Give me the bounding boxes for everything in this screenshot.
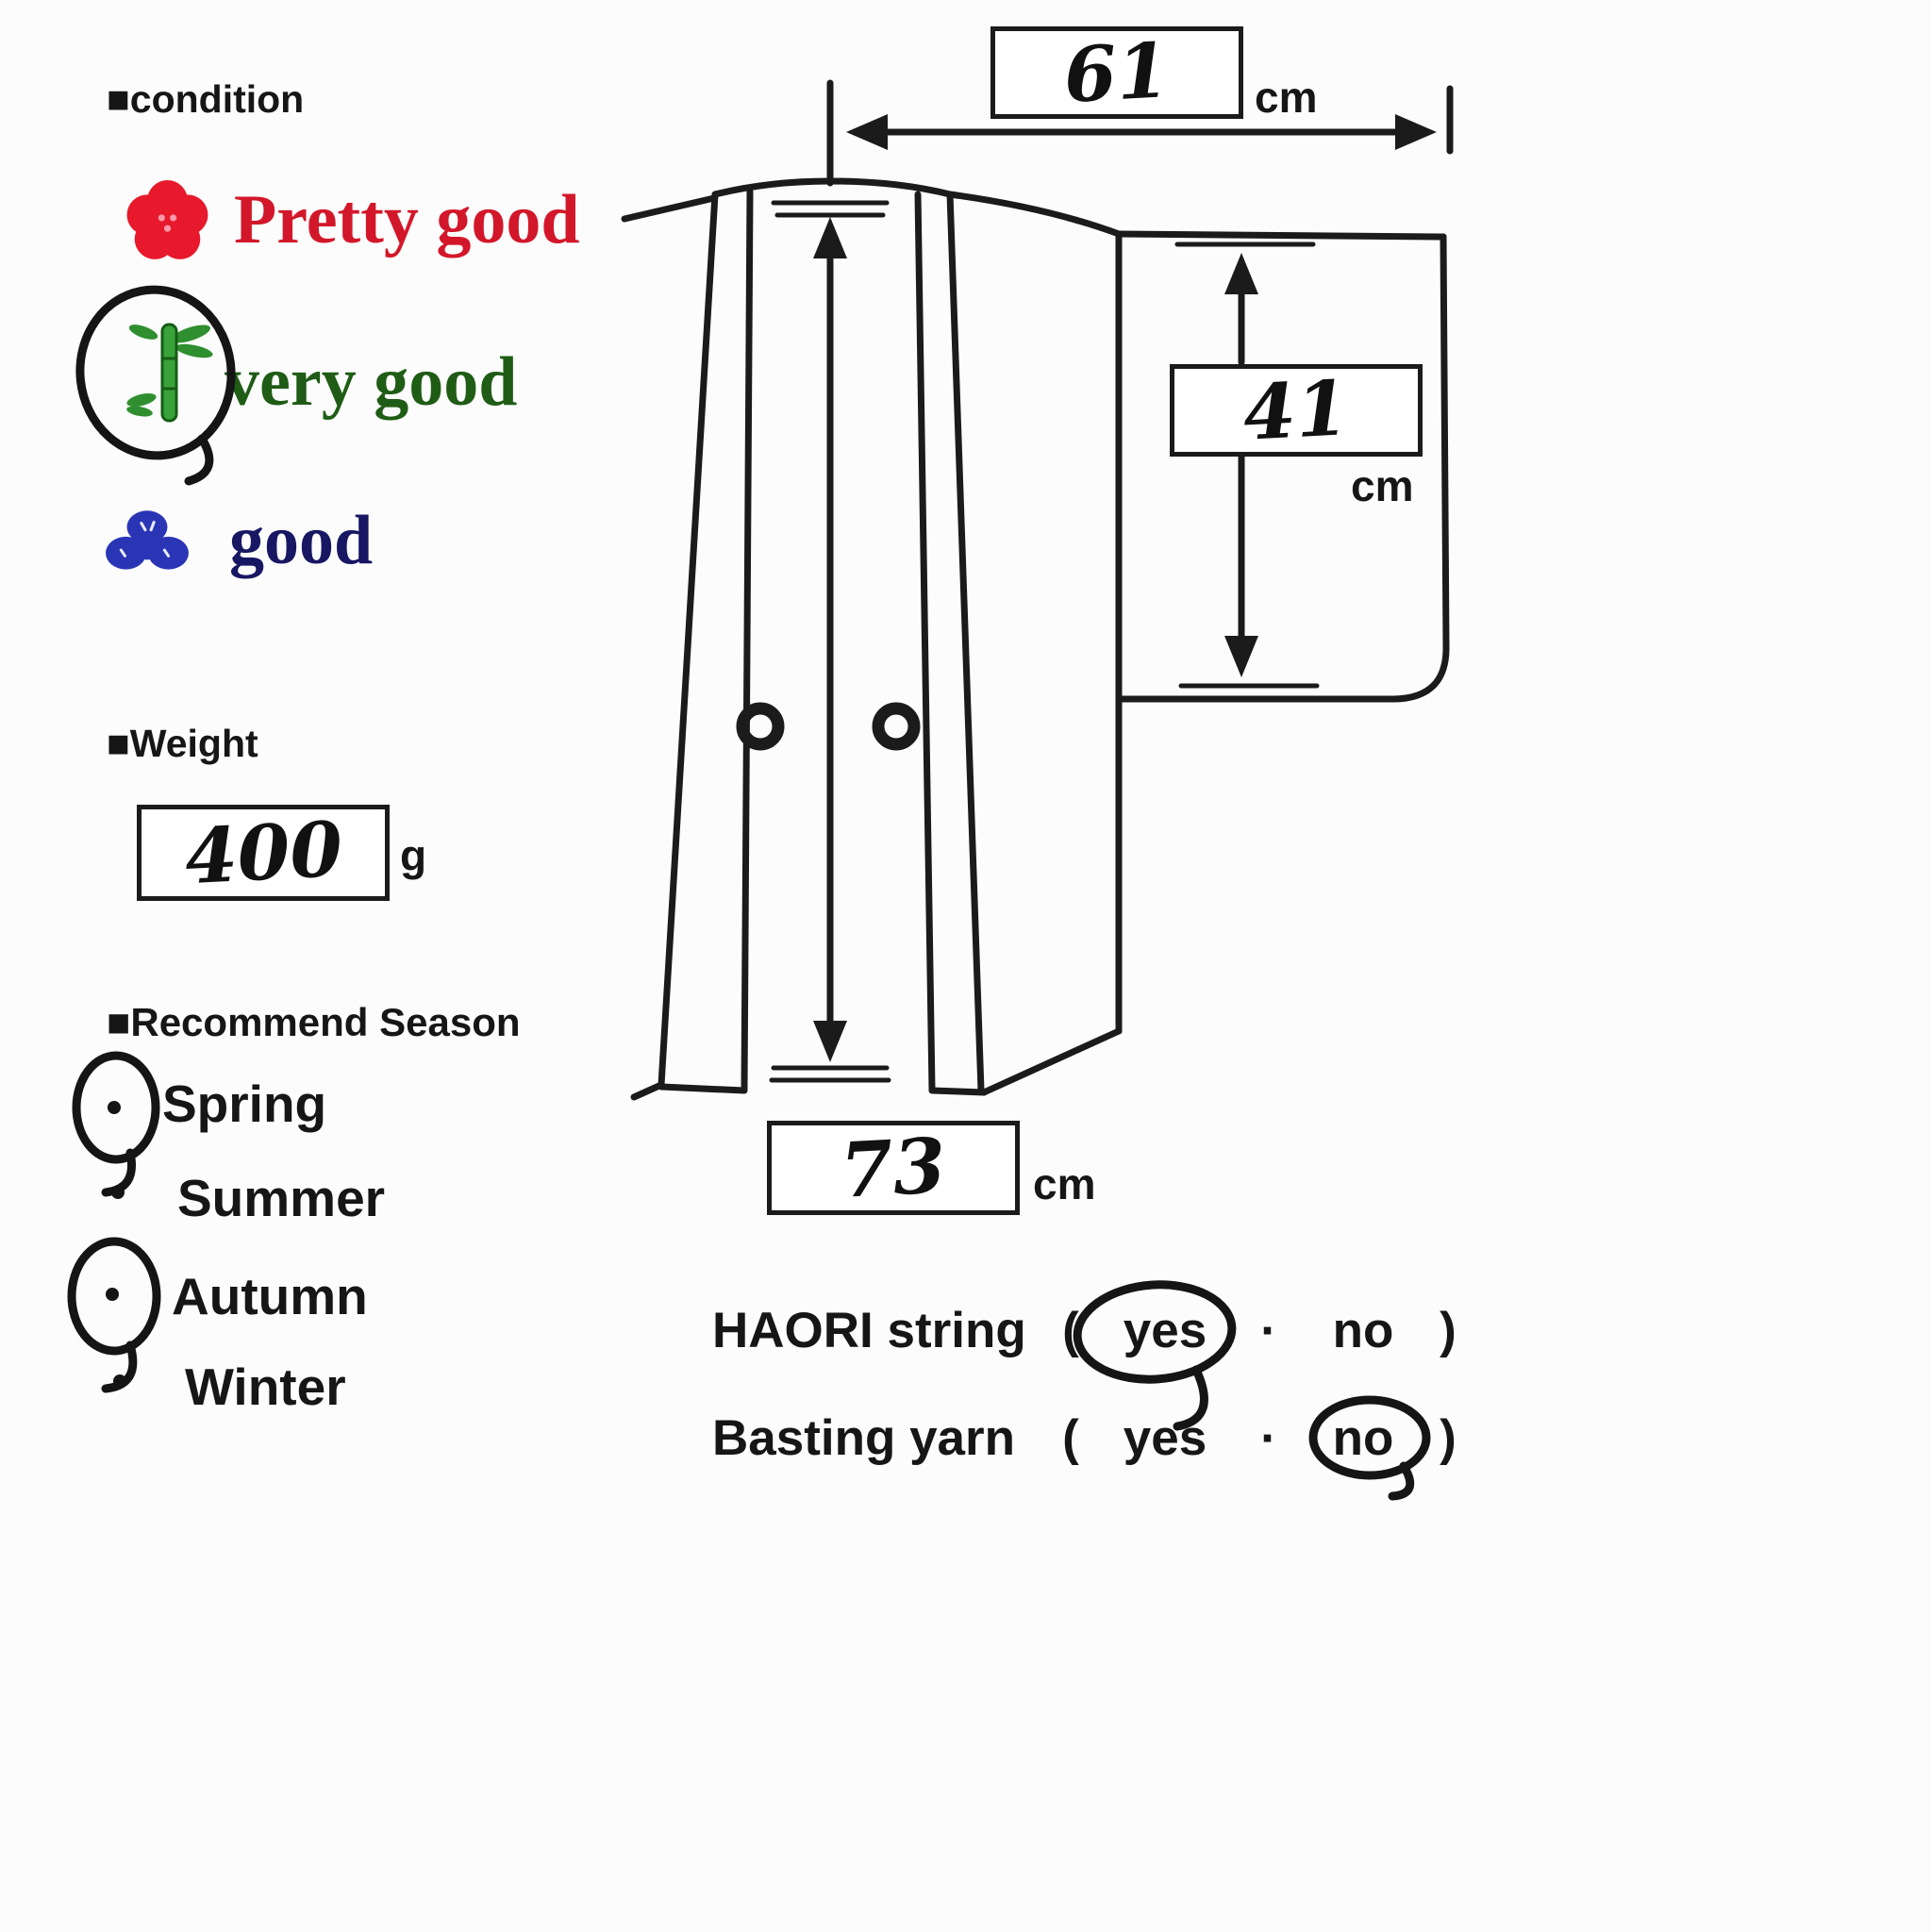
circle-autumn (67, 1237, 161, 1356)
length-value: 73 (838, 1121, 949, 1215)
collar-lead-line (621, 194, 718, 223)
sleeve-unit: cm (1351, 461, 1414, 510)
bullet-spring (108, 1101, 121, 1114)
weight-header: ■Weight (107, 722, 258, 765)
pine-icon (104, 508, 191, 582)
season-autumn: Autumn (172, 1267, 368, 1325)
haori-string-loop-left (736, 702, 785, 751)
open-paren: ( (1062, 1302, 1079, 1358)
width-unit: cm (1255, 73, 1318, 122)
weight-value: 400 (182, 804, 344, 902)
length-box: 73 (767, 1121, 1020, 1215)
sleeve-box: 41 (1170, 363, 1423, 458)
close-paren: ) (1440, 1409, 1457, 1466)
basting-yarn-yes: yes (1123, 1409, 1207, 1466)
length-unit: cm (1033, 1159, 1096, 1208)
haori-string-no: no (1332, 1302, 1394, 1358)
open-paren: ( (1062, 1409, 1079, 1466)
weight-box: 400 (137, 805, 390, 901)
condition-pretty-good: Pretty good (234, 181, 580, 258)
season-summer: Summer (177, 1169, 386, 1227)
condition-good: good (229, 502, 374, 579)
haori-string-yes: yes (1123, 1302, 1207, 1358)
arrowhead-up-sleeve (1224, 253, 1258, 294)
arrowhead-right (1395, 114, 1437, 150)
close-paren: ) (1440, 1302, 1457, 1358)
season-spring: Spring (162, 1074, 327, 1133)
condition-header: ■condition (107, 77, 305, 121)
haori-string-label: HAORI string (712, 1302, 1026, 1358)
season-winter: Winter (185, 1357, 346, 1416)
width-value: 61 (1061, 25, 1173, 120)
condition-very-good: very good (225, 343, 518, 421)
haori-string-row: HAORI string ( yes · no ) (712, 1300, 1476, 1360)
arrowhead-left (846, 114, 888, 150)
basting-yarn-row: Basting yarn ( yes · no ) (712, 1407, 1476, 1468)
circle-spring (72, 1051, 160, 1164)
basting-yarn-label: Basting yarn (712, 1409, 1016, 1466)
width-box: 61 (990, 25, 1243, 120)
separator-dot: · (1260, 1409, 1277, 1466)
arrowhead-down-body (813, 1021, 847, 1062)
season-header: ■Recommend Season (107, 1000, 521, 1044)
bamboo-icon (115, 319, 224, 432)
bullet-summer (111, 1186, 125, 1199)
bullet-winter (113, 1374, 126, 1388)
plum-blossom-icon (123, 179, 212, 269)
haori-string-loop-right (872, 702, 921, 751)
basting-yarn-no: no (1332, 1409, 1394, 1466)
weight-unit: g (400, 831, 427, 880)
arrowhead-up-body (813, 217, 847, 258)
separator-dot: · (1260, 1302, 1277, 1358)
sleeve-value: 41 (1240, 363, 1352, 458)
arrowhead-down-sleeve (1224, 636, 1258, 677)
bullet-autumn (106, 1288, 119, 1301)
